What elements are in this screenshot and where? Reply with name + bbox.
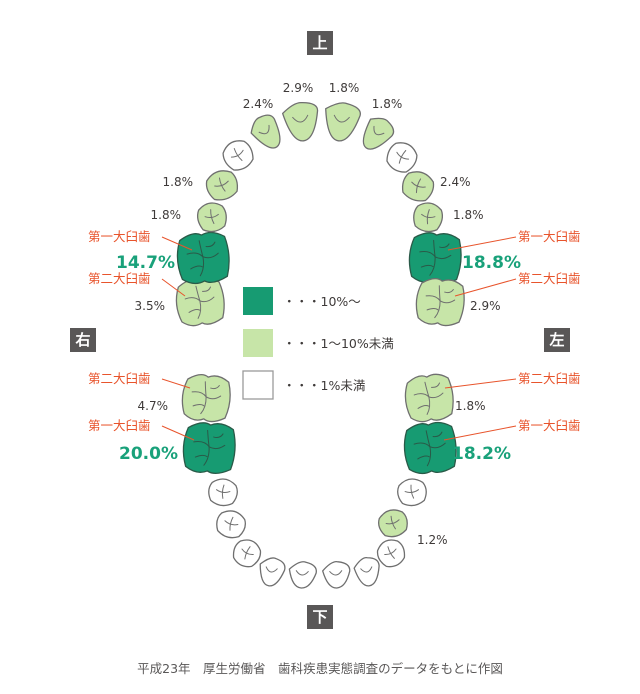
- legend-text-high: ・・・10%〜: [283, 294, 361, 309]
- upper-left-canine-tooth: [386, 142, 418, 173]
- upper-left-second-molar-tooth: [415, 278, 465, 327]
- upper-left-central-incisor-tooth: [325, 102, 361, 142]
- upper-left-second-molar-value: 2.9%: [470, 299, 501, 313]
- lower-left-first-premolar-tooth: [378, 509, 408, 538]
- lower-left-second-molar-label: 第二大臼歯: [518, 371, 581, 386]
- upper-right-lateral-incisor-value: 2.4%: [243, 97, 274, 111]
- lower-right-second-molar-leader-line: [161, 378, 191, 389]
- upper-left-second-premolar-tooth: [413, 202, 444, 233]
- upper-right-first-molar-label: 第一大臼歯: [88, 229, 151, 244]
- upper-left-second-molar-leader-line: [454, 278, 517, 297]
- upper-left-second-molar-label: 第二大臼歯: [518, 271, 581, 286]
- upper-left-first-molar-label: 第一大臼歯: [518, 229, 581, 244]
- top-label: 上: [307, 31, 333, 55]
- upper-left-second-premolar-value: 1.8%: [453, 208, 484, 222]
- upper-right-central-incisor-value: 2.9%: [283, 81, 314, 95]
- upper-left-central-incisor-value: 1.8%: [329, 81, 360, 95]
- lower-right-first-molar-value: 20.0%: [119, 444, 178, 464]
- lower-right-second-molar-value: 4.7%: [138, 399, 169, 413]
- upper-right-second-molar-value: 3.5%: [135, 299, 166, 313]
- upper-left-first-molar-tooth: [408, 232, 462, 285]
- lower-left-canine-tooth: [376, 539, 406, 568]
- upper-left-first-premolar-tooth: [401, 171, 435, 202]
- lower-left-second-molar-value: 1.8%: [455, 399, 486, 413]
- upper-right-second-premolar-tooth: [196, 202, 227, 233]
- upper-right-second-molar-leader-line: [161, 278, 186, 297]
- legend-swatch-mid: [243, 329, 273, 357]
- left-label: 左: [544, 328, 570, 352]
- lower-right-second-molar-tooth: [181, 374, 231, 423]
- bottom-label: 下: [307, 605, 333, 629]
- legend-text-mid: ・・・1〜10%未満: [283, 336, 394, 351]
- upper-left-lateral-incisor-value: 1.8%: [372, 97, 403, 111]
- lower-right-first-molar-label: 第一大臼歯: [88, 418, 151, 433]
- lower-left-second-premolar-tooth: [397, 478, 427, 507]
- lower-left-first-molar-tooth: [403, 421, 457, 475]
- lower-left-second-molar-leader-line: [444, 378, 517, 389]
- legend-swatch-high: [243, 287, 273, 315]
- footer-source: 平成23年 厚生労働省 歯科疾患実態調査のデータをもとに作図: [137, 661, 503, 676]
- upper-right-first-premolar-tooth: [205, 170, 239, 201]
- lower-right-first-molar-tooth: [182, 422, 236, 475]
- lower-right-first-premolar-tooth: [216, 510, 246, 539]
- upper-right-central-incisor-tooth: [281, 101, 319, 142]
- lower-left-first-premolar-value: 1.2%: [417, 533, 448, 547]
- lower-right-canine-tooth: [232, 539, 262, 568]
- upper-right-second-molar-label: 第二大臼歯: [88, 271, 151, 286]
- lower-right-central-incisor-tooth: [288, 561, 318, 589]
- upper-left-first-premolar-value: 2.4%: [440, 175, 471, 189]
- lower-right-second-premolar-tooth: [208, 478, 238, 507]
- lower-left-lateral-incisor-tooth: [353, 557, 380, 587]
- upper-right-canine-tooth: [222, 140, 254, 171]
- upper-left-lateral-incisor-tooth: [362, 117, 395, 150]
- upper-left-first-molar-value: 18.8%: [462, 253, 521, 273]
- lower-right-second-molar-label: 第二大臼歯: [88, 371, 151, 386]
- legend-text-low: ・・・1%未満: [283, 378, 365, 393]
- upper-right-first-molar-value: 14.7%: [116, 253, 175, 273]
- lower-left-first-molar-leader-line: [443, 425, 517, 441]
- upper-right-lateral-incisor-tooth: [250, 114, 281, 149]
- lower-left-second-molar-tooth: [404, 373, 454, 423]
- upper-right-first-premolar-value: 1.8%: [163, 175, 194, 189]
- legend-swatch-low: [242, 370, 274, 400]
- lower-left-central-incisor-tooth: [322, 560, 351, 589]
- upper-right-second-molar-tooth: [175, 277, 225, 327]
- upper-right-first-molar-tooth: [176, 231, 230, 285]
- upper-right-first-molar-leader-line: [161, 236, 193, 251]
- upper-left-first-molar-leader-line: [447, 236, 517, 251]
- lower-right-first-molar-leader-line: [161, 425, 195, 441]
- right-label: 右: [70, 328, 96, 352]
- lower-left-first-molar-value: 18.2%: [452, 444, 511, 464]
- upper-right-second-premolar-value: 1.8%: [151, 208, 182, 222]
- lower-right-lateral-incisor-tooth: [259, 557, 286, 587]
- lower-left-first-molar-label: 第一大臼歯: [518, 418, 581, 433]
